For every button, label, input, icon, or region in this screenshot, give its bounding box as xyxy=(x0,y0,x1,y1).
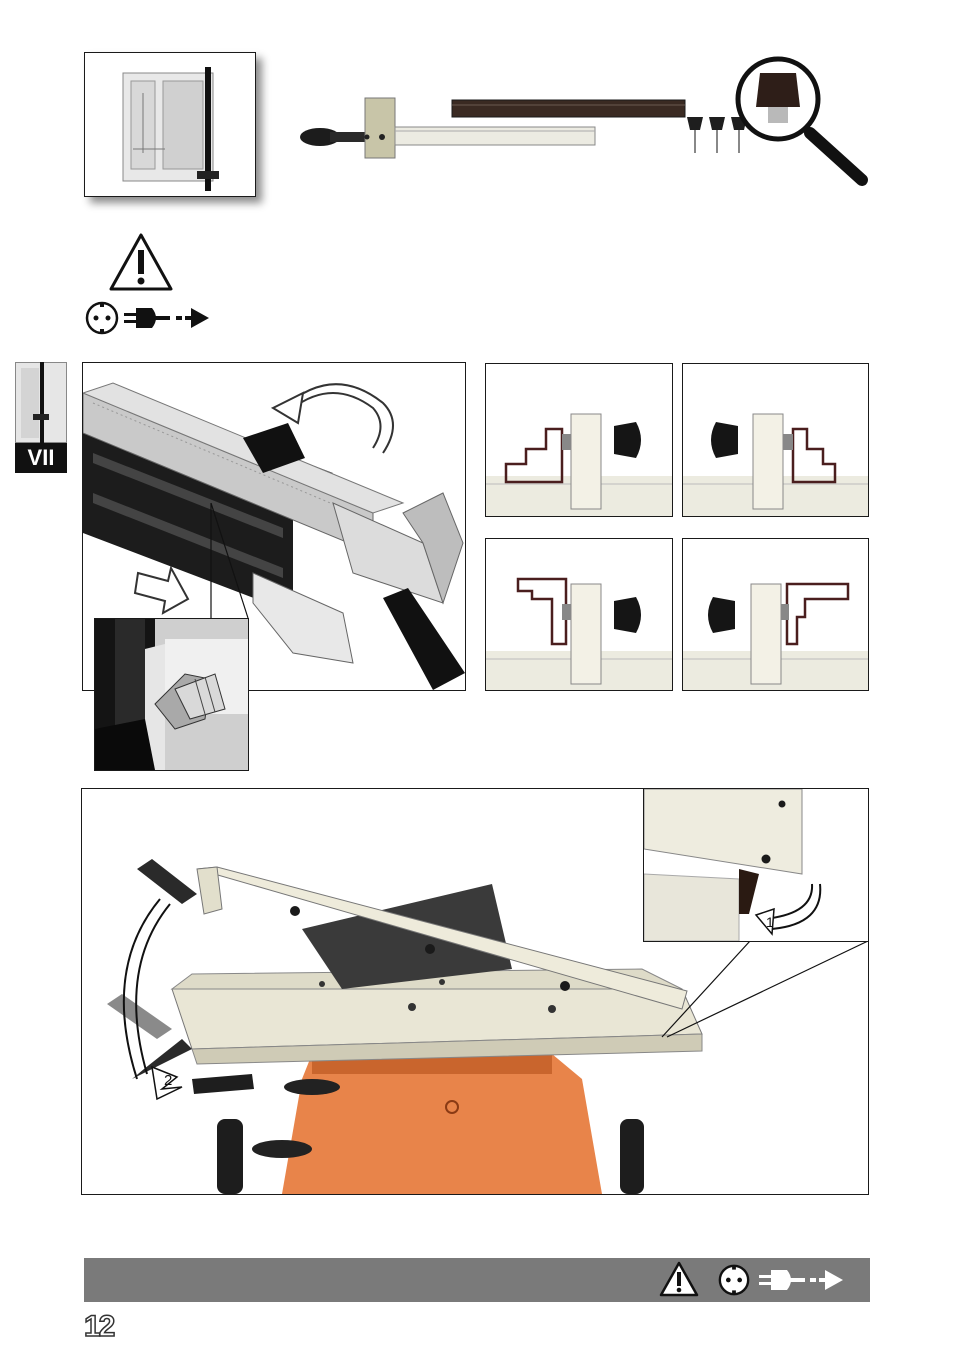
fence-orientation-1 xyxy=(485,363,673,517)
page-number: 12 xyxy=(84,1310,113,1344)
arrow-right-icon xyxy=(176,306,210,330)
fence-lock-detail-inset: 1 xyxy=(643,788,869,942)
fence-parts-illustration xyxy=(290,55,890,195)
callout-number-two: 2 xyxy=(164,1072,172,1089)
section-thumbnail xyxy=(15,362,67,443)
thumbnail-figure xyxy=(84,52,256,197)
section-label: VII xyxy=(15,443,67,473)
footer-safety-bar xyxy=(84,1258,870,1302)
warning-icon xyxy=(108,232,174,292)
fence-orientation-3 xyxy=(485,538,673,691)
section-tab: VII xyxy=(15,362,67,473)
arrow-right-icon xyxy=(810,1268,844,1292)
bolt-detail-inset xyxy=(94,618,249,771)
warning-icon xyxy=(659,1260,699,1298)
fence-orientation-4 xyxy=(682,538,869,691)
callout-number-one: 1 xyxy=(766,914,774,930)
fence-orientation-2 xyxy=(682,363,869,517)
plug-icon xyxy=(759,1266,807,1294)
plug-icon xyxy=(124,304,172,332)
socket-icon xyxy=(84,300,120,336)
socket-icon xyxy=(717,1263,751,1297)
